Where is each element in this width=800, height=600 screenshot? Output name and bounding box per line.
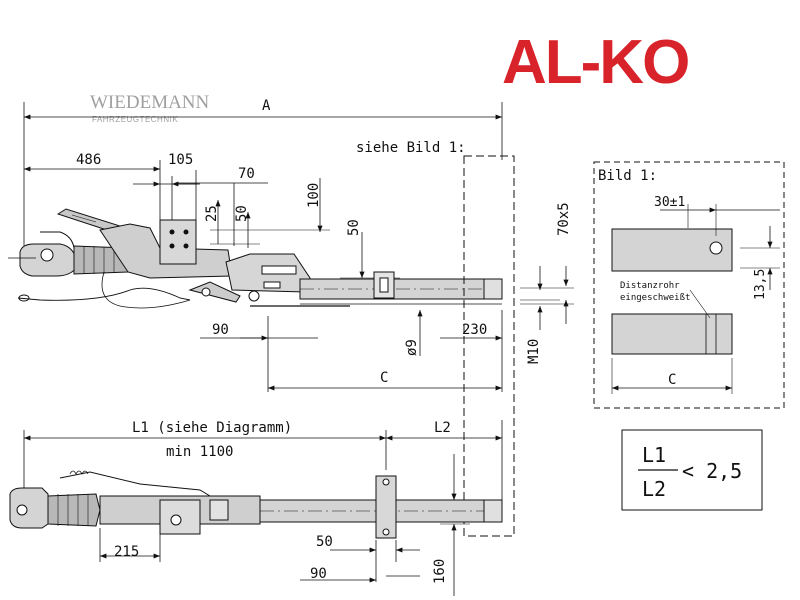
bild1-note-line1: Distanzrohr: [620, 281, 680, 291]
dim-90-label: 90: [212, 322, 229, 338]
formula-denominator: L2: [642, 477, 666, 501]
dim-230-label: 230: [462, 322, 487, 338]
dim-70x5-label: 70x5: [556, 202, 572, 236]
dim-486-label: 486: [76, 152, 101, 168]
dim-50-bottom-label: 50: [316, 534, 333, 550]
alko-logo: AL-KO: [502, 30, 724, 96]
dim-l1-label: L1 (siehe Diagramm): [132, 420, 292, 436]
dim-70-label: 70: [238, 166, 255, 182]
dim-a-label: A: [262, 98, 271, 114]
note-bild1: siehe Bild 1:: [356, 140, 466, 156]
dim-90-bottom-label: 90: [310, 566, 327, 582]
dim-100-label: 100: [306, 183, 322, 208]
side-view-drawing: [8, 102, 574, 392]
bild1-drawing: [593, 161, 785, 409]
detail-frame-link: [463, 155, 515, 537]
formula-relation: < 2,5: [682, 459, 742, 483]
dim-phi9-label: ø9: [404, 339, 420, 356]
dim-105-label: 105: [168, 152, 193, 168]
bild1-title: Bild 1:: [598, 168, 657, 184]
formula-numerator: L1: [642, 443, 666, 467]
dim-m10-label: M10: [526, 339, 542, 364]
bild1-note-line2: eingeschweißt: [620, 293, 690, 303]
dim-25-label: 25: [204, 205, 220, 222]
dim-215-label: 215: [114, 544, 139, 560]
bild1-dim-13-5: 13,5: [753, 269, 768, 300]
watermark-main: WIEDEMANN: [90, 92, 210, 113]
plan-view-drawing: [9, 420, 503, 596]
dim-c-label: C: [380, 370, 388, 386]
dim-min-label: min 1100: [166, 444, 233, 460]
bild1-dim-c: C: [668, 372, 676, 388]
bild1-dim-30: 30±1: [654, 195, 685, 210]
dim-50-mid-label: 50: [346, 219, 362, 236]
dim-l2-label: L2: [434, 420, 451, 436]
dim-160-label: 160: [432, 559, 448, 584]
alko-logo-text: AL-KO: [502, 28, 690, 97]
dim-50-upper-label: 50: [234, 205, 250, 222]
ratio-formula: [621, 429, 763, 511]
